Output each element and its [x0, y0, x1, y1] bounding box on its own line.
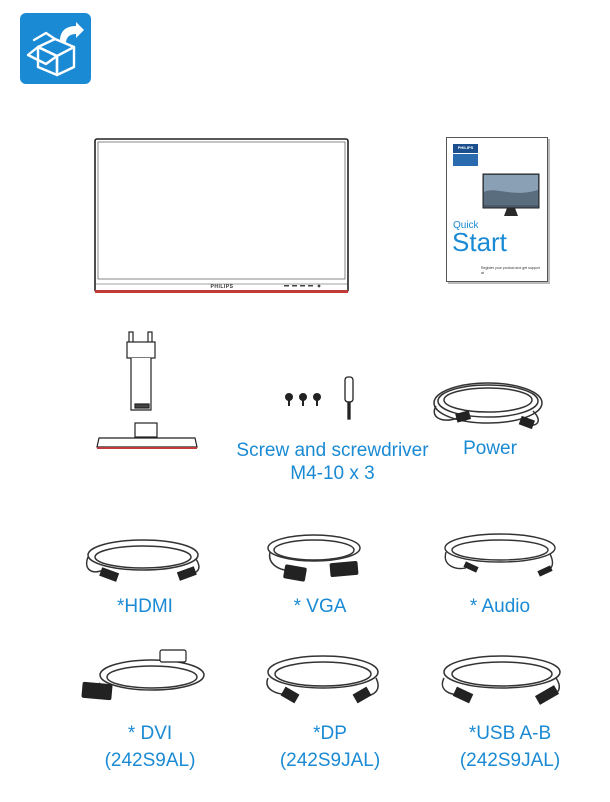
audio-label: * Audio: [469, 596, 531, 617]
screws-and-screwdriver-illustration: [285, 376, 354, 420]
power-label: Power: [463, 438, 517, 459]
screws-label-line1: Screw and screwdriver: [236, 440, 429, 461]
quick-start-title-large: Start: [452, 227, 507, 257]
quick-start-side-bar: [453, 154, 478, 166]
usb-cable-illustration: [441, 655, 561, 705]
power-cable-illustration: [433, 382, 543, 430]
quick-start-monitor-image: [482, 173, 540, 216]
dvi-label-line1: * DVI: [127, 723, 173, 744]
hdmi-label: *HDMI: [117, 596, 173, 617]
stand-and-base-illustration: [96, 331, 198, 449]
quick-start-title-small: Quick: [453, 220, 479, 231]
quick-start-header-bar: [453, 144, 478, 153]
box-unpack-icon: [20, 13, 91, 84]
quick-start-brand: PHILIPS: [457, 145, 474, 150]
dp-cable-illustration: [266, 655, 379, 704]
hdmi-cable-illustration: [86, 539, 200, 582]
dvi-cable-illustration: [81, 649, 205, 701]
screws-label-line2: M4-10 x 3: [290, 463, 375, 484]
dp-label-line2: (242S9JAL): [279, 750, 381, 771]
usb-label-line2: (242S9JAL): [459, 750, 561, 771]
monitor-brand-logo: PHILIPS: [210, 284, 234, 290]
vga-label: * VGA: [293, 596, 347, 617]
quick-start-footer: Register your product and get support at: [481, 266, 540, 275]
quick-start-guide: PHILIPS Quick Start Register your produc…: [446, 137, 548, 282]
vga-cable-illustration: [267, 534, 361, 582]
monitor-illustration: [94, 138, 349, 294]
usb-label-line1: *USB A-B: [468, 723, 552, 744]
audio-cable-illustration: [444, 533, 556, 577]
dvi-label-line2: (242S9AL): [104, 750, 196, 771]
dp-label-line1: *DP: [313, 723, 347, 744]
